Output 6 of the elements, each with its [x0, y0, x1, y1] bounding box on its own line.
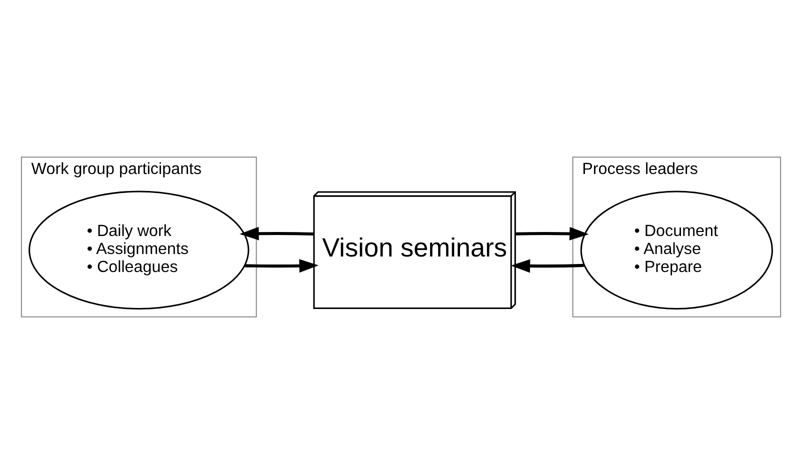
arrow [244, 259, 318, 273]
arrow [510, 259, 584, 273]
node-ellipse: • Daily work • Assignments • Colleagues [28, 190, 249, 310]
node-ellipse: • Document • Analyse • Prepare [580, 190, 772, 310]
arrow [239, 226, 314, 240]
arrow [514, 226, 588, 240]
